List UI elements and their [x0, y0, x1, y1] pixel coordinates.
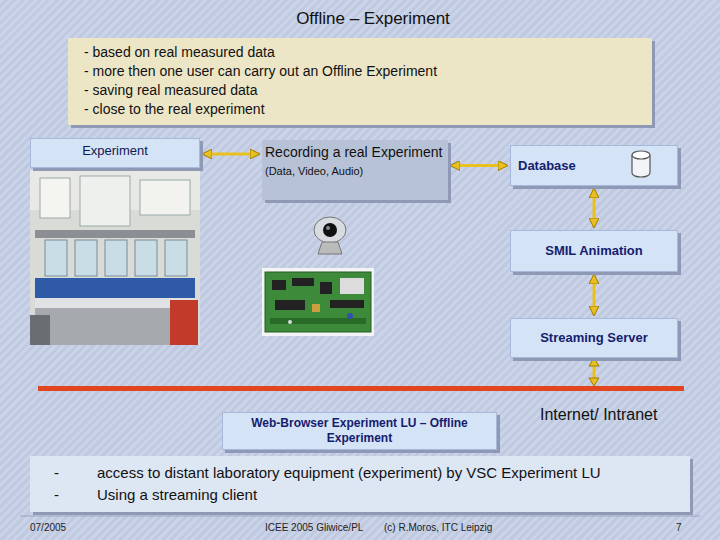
database-box: Database [510, 145, 678, 186]
process-box: SMIL Animation [510, 230, 678, 272]
node-text: Experiment [39, 142, 191, 159]
summary-box: -access to distant laboratory equipment … [30, 456, 690, 512]
bullet-mark: - [54, 484, 97, 506]
browser-box: Web-Browser Experiment LU – Offline Expe… [222, 412, 497, 450]
node-text: Using a streaming client [97, 484, 676, 506]
node-text: Database [518, 158, 627, 174]
slide-title: Offline – Experiment [173, 9, 573, 29]
node-text: Web-Browser Experiment LU – Offline Expe… [231, 416, 488, 446]
footer-date: 07/2005 [30, 522, 66, 533]
arrow-head [589, 378, 599, 386]
bullet-mark: - [54, 462, 97, 484]
double-arrow [203, 153, 259, 156]
circuit-board [262, 268, 374, 336]
double-arrow [593, 275, 596, 315]
footer-copyright: (c) R.Moros, ITC Leipzig [384, 522, 492, 533]
node-text: Recording a real Experiment [265, 144, 444, 161]
footer-conference: ICEE 2005 Gliwice/PL [265, 522, 363, 533]
double-arrow [593, 189, 596, 227]
double-arrow [451, 164, 507, 167]
node-text: Streaming Server [519, 330, 669, 346]
page-number: 7 [676, 522, 682, 533]
footer-rule [20, 516, 700, 517]
arrow-head [589, 358, 599, 366]
server-box: Streaming Server [510, 318, 678, 358]
node-text: - close to the real experiment [84, 100, 638, 119]
node-text: - based on real measured data [84, 43, 638, 62]
note-box: - based on real measured data- more then… [68, 38, 652, 125]
node-text: - saving real measured data [84, 81, 638, 100]
node-text: - more then one user can carry out an Of… [84, 62, 638, 81]
node-text: (Data, Video, Audio) [265, 163, 444, 180]
lab-photo [30, 170, 200, 345]
experiment-box: Experiment [30, 138, 200, 168]
network-bar [38, 386, 684, 391]
webcam-icon [314, 217, 346, 254]
node-text: SMIL Animation [519, 243, 669, 259]
database-icon [630, 150, 652, 178]
node-text: access to distant laboratory equipment (… [97, 462, 676, 484]
recording-box: Recording a real Experiment (Data, Video,… [262, 140, 448, 200]
network-label: Internet/ Intranet [540, 406, 657, 424]
